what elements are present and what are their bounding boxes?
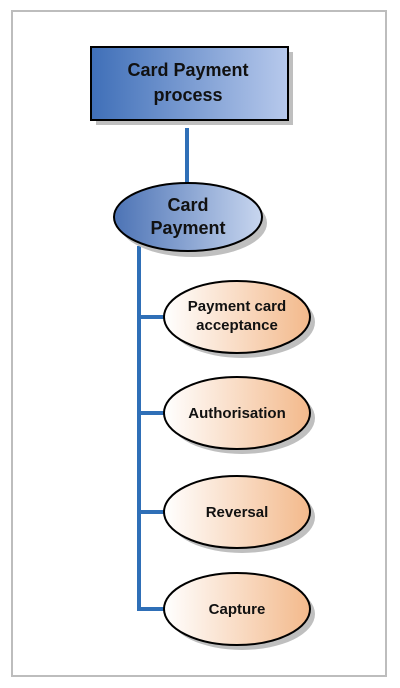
root-node: Card Payment process <box>90 46 293 125</box>
child-node-payment-card-acceptance: Payment card acceptance <box>163 280 315 358</box>
parent-node: Card Payment <box>113 182 267 257</box>
parent-node-ellipse <box>113 182 263 252</box>
child-node-label: Reversal <box>206 504 269 521</box>
child-node-capture: Capture <box>163 572 315 650</box>
child-node-label: Authorisation <box>188 405 286 422</box>
child-node-ellipse <box>163 475 311 549</box>
parent-node-line-1: Card <box>167 195 208 215</box>
child-node-line-2: acceptance <box>196 317 278 334</box>
child-node-reversal: Reversal <box>163 475 315 553</box>
parent-node-line-2: Payment <box>150 218 225 238</box>
child-node-line-1: Payment card <box>188 298 286 315</box>
root-node-line-2: process <box>153 85 222 105</box>
child-node-ellipse <box>163 572 311 646</box>
root-node-box <box>90 46 289 121</box>
child-node-ellipse <box>163 280 311 354</box>
child-node-ellipse <box>163 376 311 450</box>
child-node-label: Capture <box>209 601 266 618</box>
root-node-line-1: Card Payment <box>127 60 248 80</box>
child-node-authorisation: Authorisation <box>163 376 315 454</box>
